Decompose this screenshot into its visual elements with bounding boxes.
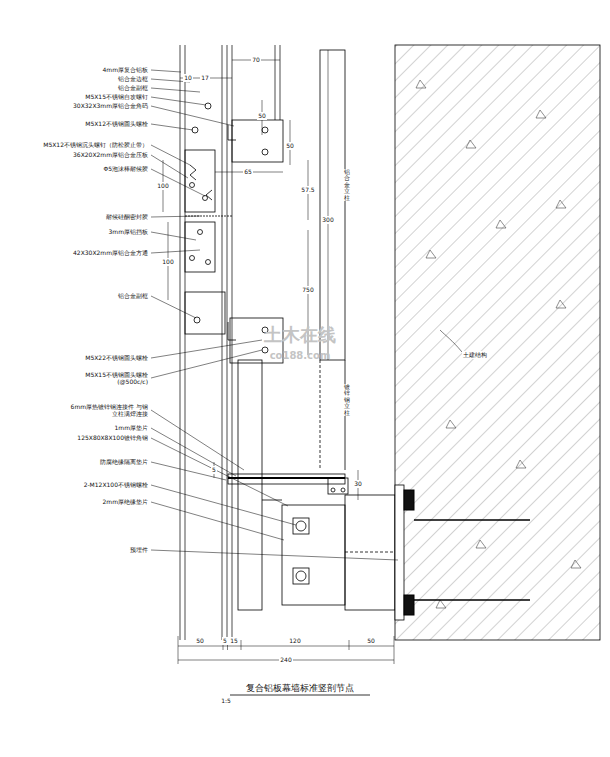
dimension-text: 17 bbox=[200, 74, 210, 81]
callout-label: M5X15不锈钢自攻螺钉 bbox=[85, 93, 148, 100]
callout-label: M5X15不锈钢圆头螺栓 (@500c/c) bbox=[68, 371, 148, 385]
dimension-text: 10 bbox=[183, 74, 193, 81]
callout-label: 铝合金边框 bbox=[118, 75, 148, 82]
callout-label: 125X80X8X100镀锌角钢 bbox=[77, 434, 148, 441]
watermark: 土木在线 bbox=[264, 324, 336, 346]
callout-label: 30X32X3mm厚铝合金角码 bbox=[73, 102, 148, 109]
dimension-text: 30 bbox=[353, 480, 363, 487]
callout-label: M5X22不锈钢圆头螺栓 bbox=[85, 354, 148, 361]
dimension-text: 300 bbox=[321, 216, 334, 223]
callout-label: 42X30X2mm厚铝合金方通 bbox=[73, 249, 148, 256]
embed-plate bbox=[395, 485, 530, 620]
callout-label: 3mm厚铝挡板 bbox=[108, 228, 148, 235]
callout-label: 4mm厚复合铝板 bbox=[102, 66, 148, 73]
callout-label: 1mm厚垫片 bbox=[114, 424, 148, 431]
dimension-text: 100 bbox=[156, 182, 169, 189]
dimension-text: 70 bbox=[251, 56, 261, 63]
dimension-text: 750 bbox=[301, 286, 314, 293]
dimension-lines bbox=[163, 50, 394, 664]
lower-clip bbox=[185, 292, 345, 470]
callout-label: 2mm厚绝缘垫片 bbox=[102, 498, 148, 505]
dimension-text: 57.5 bbox=[300, 186, 315, 193]
concrete-wall bbox=[395, 45, 600, 640]
callout-label: M5X12不锈钢圆头螺栓 bbox=[85, 120, 148, 127]
callout-label: Φ5泡沫棒耐候胶 bbox=[103, 165, 148, 172]
callout-label: 36X20X2mm厚铝合金压板 bbox=[73, 151, 148, 158]
dimension-text: 1:5 bbox=[220, 697, 232, 704]
callout-label: 预埋件 bbox=[130, 546, 148, 553]
pressure-plate bbox=[185, 150, 232, 272]
watermark: co188.com bbox=[270, 350, 331, 362]
callout-label: 铝合金副框 bbox=[118, 292, 148, 299]
vertical-label: 镀锌钢立柱 bbox=[344, 384, 350, 417]
drawing-title: 复合铝板幕墙标准竖剖节点 bbox=[246, 683, 354, 694]
vertical-label: 铝合金立柱 bbox=[344, 169, 350, 202]
dimension-text: 5 bbox=[211, 466, 217, 473]
steel-connector bbox=[228, 474, 395, 610]
dimension-text: 240 bbox=[279, 656, 292, 663]
callout-label: 防腐绝缘隔离垫片 bbox=[100, 458, 148, 465]
top-clip bbox=[192, 103, 283, 162]
leader-lines bbox=[151, 70, 462, 695]
dimension-text: 50 bbox=[366, 637, 376, 644]
callout-label: M5X12不锈钢沉头螺钉（防松胶止带） bbox=[43, 141, 148, 148]
aluminium-column bbox=[320, 50, 345, 360]
dimension-text: 15 bbox=[229, 637, 239, 644]
callout-label: 铝合金副框 bbox=[118, 84, 148, 91]
aggregate-marks bbox=[416, 80, 581, 608]
dimension-text: 5 bbox=[222, 637, 228, 644]
dimension-text: 120 bbox=[288, 637, 301, 644]
dimension-text: 65 bbox=[243, 168, 253, 175]
dimension-text: 50 bbox=[285, 142, 295, 149]
callout-label: 2-M12X100不锈钢螺栓 bbox=[84, 481, 148, 488]
dimension-text: 土建结构 bbox=[462, 351, 488, 358]
callout-label: 6mm厚热镀锌钢连接件 与钢立柱满焊连接 bbox=[68, 403, 148, 417]
steel-column bbox=[238, 360, 262, 610]
dimension-text: 50 bbox=[195, 637, 205, 644]
dimension-text: 100 bbox=[161, 258, 174, 265]
callout-label: 耐候硅酮密封胶 bbox=[106, 213, 148, 220]
dimension-text: 50 bbox=[257, 112, 267, 119]
